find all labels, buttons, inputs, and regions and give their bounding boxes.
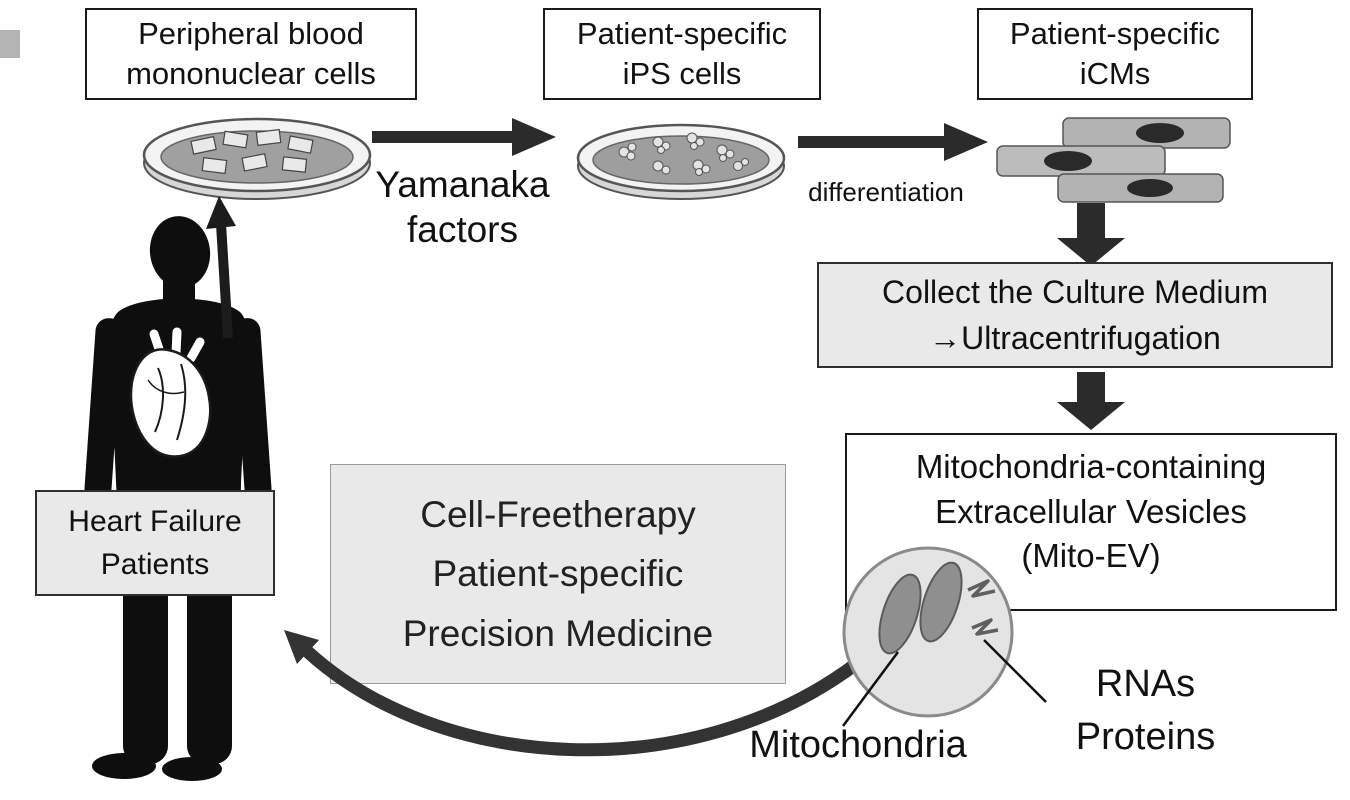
- up-arrow-from-patient: [206, 196, 236, 339]
- box-icms: Patient-specific iCMs: [977, 8, 1253, 100]
- down-arrow-to-mitoev: [1057, 372, 1125, 430]
- box-ips-cells-line2: iPS cells: [622, 56, 742, 91]
- heart-icon: [129, 327, 212, 458]
- cardiomyocyte-cells-icon: [996, 117, 1231, 203]
- label-yamanaka-line1: Yamanaka: [375, 164, 550, 205]
- label-yamanaka-factors: Yamanaka factors: [340, 162, 585, 252]
- box-therapy-line3: Precision Medicine: [402, 612, 714, 654]
- box-therapy-line2: Patient-specific: [432, 553, 684, 595]
- label-proteins: Proteins: [1075, 716, 1216, 759]
- right-arrow-yamanaka: [372, 118, 556, 156]
- label-rnas-proteins: RNAs Proteins: [1038, 658, 1253, 764]
- petri-dish-pbmc-icon: [142, 117, 372, 200]
- right-arrow-differentiation: [798, 123, 988, 161]
- box-patient-line1: Heart Failure: [68, 504, 242, 538]
- edge-artifact: [0, 30, 20, 58]
- box-peripheral-blood-line1: Peripheral blood: [138, 15, 364, 51]
- box-peripheral-blood-line2: mononuclear cells: [126, 56, 376, 91]
- box-patient-line2: Patients: [100, 548, 210, 581]
- box-cell-free-therapy: Cell-Freetherapy Patient-specific Precis…: [330, 464, 786, 684]
- label-mitochondria: Mitochondria: [749, 724, 967, 766]
- box-collect-line2: →Ultracentrifugation: [929, 320, 1221, 356]
- box-mito-ev: Mitochondria-containing Extracellular Ve…: [845, 433, 1337, 611]
- box-therapy-line1: Cell-Freetherapy: [420, 494, 696, 536]
- box-mito-ev-line3: (Mito-EV): [1021, 537, 1161, 575]
- box-collect-line1: Collect the Culture Medium: [882, 273, 1268, 310]
- box-icms-line1: Patient-specific: [1009, 15, 1221, 51]
- box-ips-cells-line1: Patient-specific: [576, 15, 788, 51]
- label-yamanaka-line2: factors: [406, 209, 519, 251]
- box-mito-ev-line1: Mitochondria-containing: [915, 448, 1267, 485]
- box-heart-failure-patients: Heart Failure Patients: [35, 490, 275, 596]
- box-collect-medium: Collect the Culture Medium →Ultracentrif…: [817, 262, 1333, 368]
- box-ips-cells: Patient-specific iPS cells: [543, 8, 821, 100]
- petri-dish-ips-icon: [576, 123, 786, 200]
- box-icms-line2: iCMs: [1079, 56, 1151, 91]
- box-mito-ev-line2: Extracellular Vesicles: [935, 492, 1247, 530]
- down-arrow-to-collect: [1057, 203, 1125, 266]
- box-peripheral-blood: Peripheral blood mononuclear cells: [85, 8, 417, 100]
- label-rnas: RNAs: [1095, 663, 1196, 705]
- label-differentiation: differentiation: [808, 177, 964, 207]
